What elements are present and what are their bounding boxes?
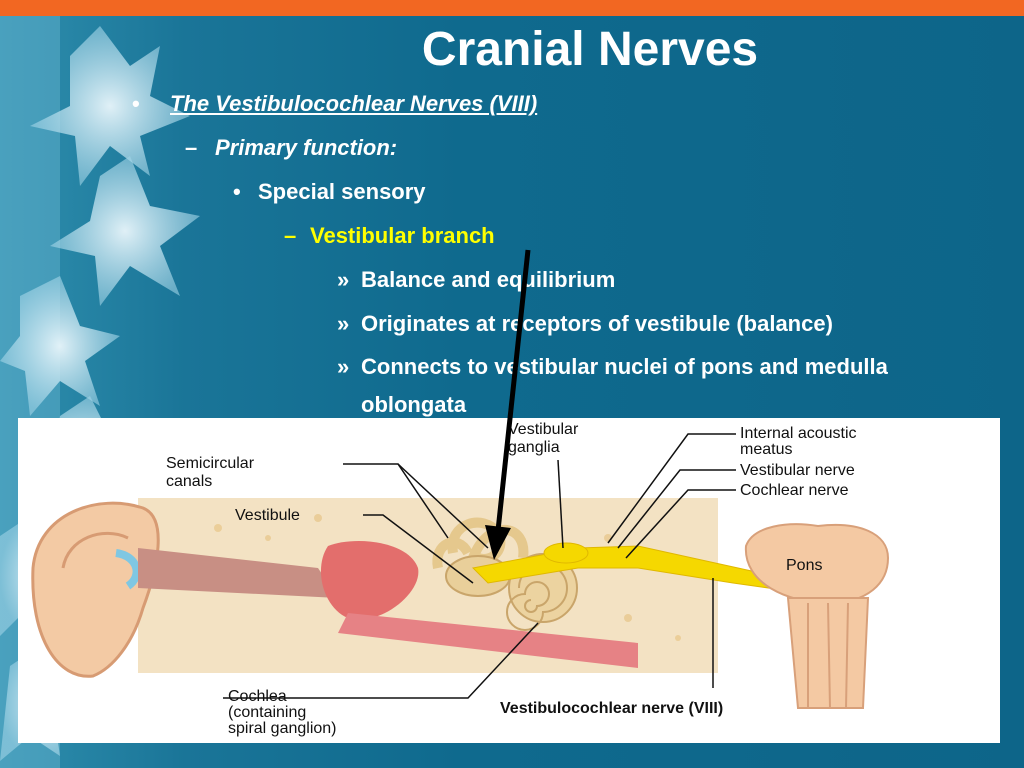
label-cochlea-line3: spiral ganglion) (228, 720, 337, 737)
bullet-level-5-c: » Connects to vestibular nuclei of pons a… (337, 353, 888, 381)
dash-marker: – (185, 135, 198, 160)
bullet-marker: • (233, 179, 241, 204)
label-internal-acoustic-meatus-line2: meatus (740, 441, 792, 458)
primary-function-label: Primary function: (215, 135, 398, 160)
slide-title: Cranial Nerves (421, 23, 759, 76)
label-vestibule: Vestibule (235, 507, 300, 524)
pons-structure (744, 523, 890, 709)
label-internal-acoustic-meatus-line1: Internal acoustic (740, 425, 857, 442)
originates-text: Originates at receptors of vestibule (ba… (361, 311, 833, 336)
balance-text: Balance and equilibrium (361, 267, 616, 292)
chevron-marker: » (337, 267, 350, 292)
vestibular-ganglia-shape (543, 542, 589, 564)
top-accent-bar (0, 0, 1024, 16)
label-semicircular-canals-line1: Semicircular (166, 455, 255, 472)
bullet-level-5-a: » Balance and equilibrium (337, 266, 615, 294)
label-vestibular-nerve: Vestibular nerve (740, 462, 855, 479)
bullet-level-3: • Special sensory (233, 178, 426, 206)
dash-marker: – (284, 223, 297, 248)
outer-ear (31, 501, 160, 678)
label-vestibulocochlear-nerve: Vestibulocochlear nerve (VIII) (500, 700, 723, 717)
label-cochlear-nerve: Cochlear nerve (740, 482, 849, 499)
label-cochlea-line1: Cochlea (228, 688, 287, 705)
bullet-level-1: • The Vestibulocochlear Nerves (VIII) (132, 90, 537, 118)
ear-canal (138, 548, 338, 598)
label-semicircular-canals-line2: canals (166, 473, 212, 490)
vestibular-branch-text: Vestibular branch (310, 223, 495, 248)
connects-text: Connects to vestibular nuclei of pons an… (361, 354, 888, 379)
temporal-bone (138, 498, 718, 673)
auditory-tube (338, 613, 638, 668)
chevron-marker: » (337, 311, 350, 336)
label-vestibular-ganglia-line2: ganglia (508, 439, 560, 456)
bullet-marker: • (132, 91, 140, 116)
nerve-heading: The Vestibulocochlear Nerves (VIII) (170, 91, 538, 116)
chevron-marker: » (337, 354, 350, 379)
label-cochlea-line2: (containing (228, 704, 306, 721)
label-pons: Pons (786, 557, 822, 574)
ear-diagram: Semicircular canals Vestibule Vestibular… (31, 421, 890, 737)
special-sensory-text: Special sensory (258, 179, 426, 204)
connects-text-continued: oblongata (361, 392, 467, 417)
label-vestibular-ganglia-line1: Vestibular (508, 421, 579, 438)
bullet-level-4: –Vestibular branch (284, 222, 495, 250)
middle-ear (320, 541, 419, 620)
bullet-level-2: –Primary function: (185, 134, 397, 162)
bullet-level-5-b: » Originates at receptors of vestibule (b… (337, 310, 833, 338)
ear-anatomy-figure: Semicircular canals Vestibule Vestibular… (18, 418, 1000, 743)
